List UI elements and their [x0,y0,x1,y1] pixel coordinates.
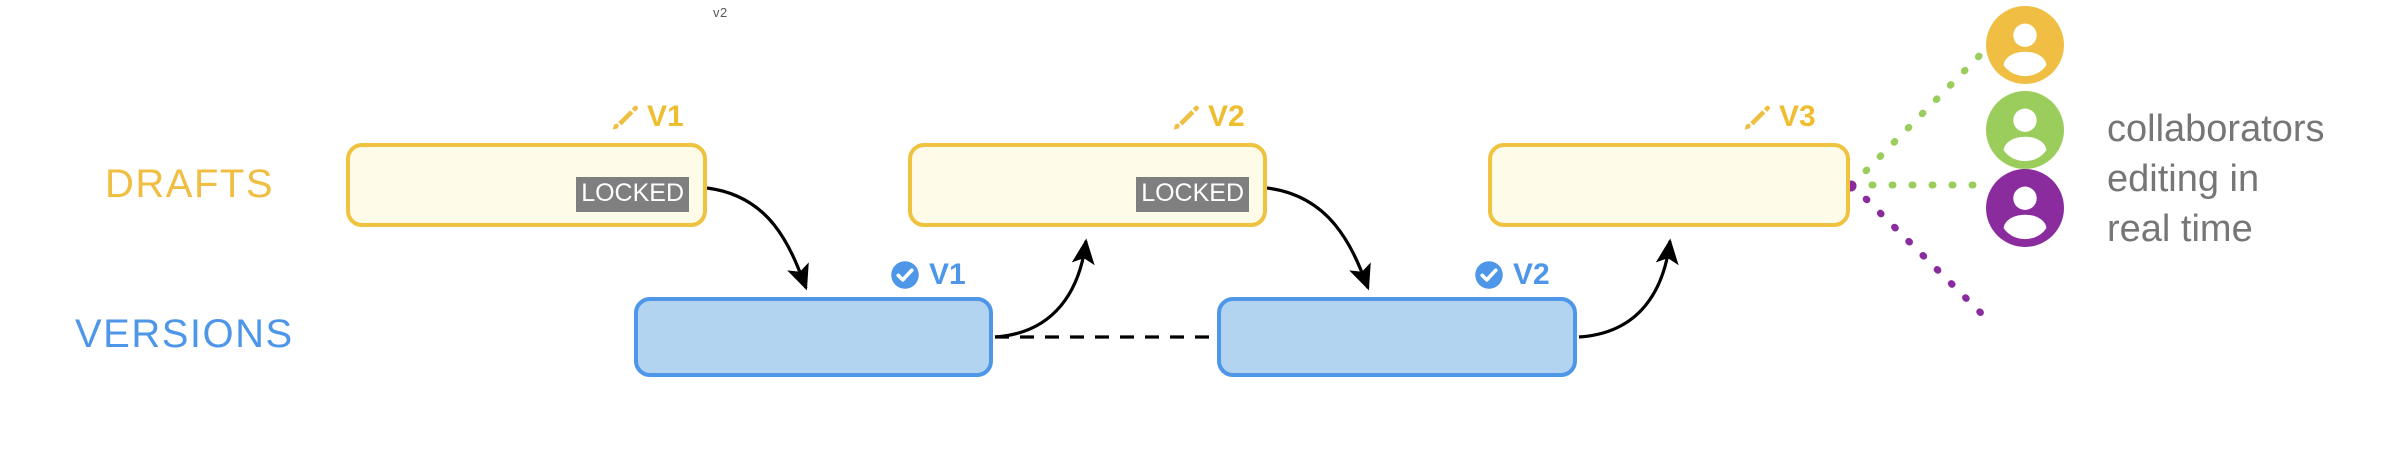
pencil-icon [612,105,639,130]
draft-tag-3: V3 [1742,100,1816,134]
locked-badge-1: LOCKED [576,177,689,212]
dotted-line-to-collaborator-purple [1848,181,1994,326]
person-circle-icon [1986,91,2064,169]
check-circle-icon [1475,261,1503,289]
row-label-drafts: DRAFTS [105,162,274,206]
version-tag-1: V1 [890,258,966,292]
annotation-line-1: collaborators [2107,108,2325,150]
person-circle-icon [1986,6,2064,84]
version-box-1[interactable] [634,297,993,377]
person-circle-icon [1986,169,2064,247]
version-tag-2: V2 [1474,258,1550,292]
arrow-draft2-to-version2 [1266,186,1371,291]
draft-tag-2: V2 [1171,100,1245,134]
arrow-draft1-to-version1 [706,186,809,291]
draft-tag-1: V1 [610,100,684,134]
dotted-line-to-collaborator-yellow [1848,41,1994,189]
version-tag-label-2: V2 [1513,258,1550,291]
draft-box-2[interactable]: LOCKED [908,143,1267,227]
row-label-versions: VERSIONS [75,312,294,356]
avatar-collaborator-green[interactable] [1986,91,2064,169]
pencil-icon [1173,105,1200,130]
draft-tag-label-3: V3 [1779,100,1816,133]
version-tag-label-1: V1 [929,258,966,291]
arrow-version1-to-draft2 [994,238,1095,339]
collaborators-annotation: collaborators editing in real time [2107,104,2367,254]
annotation-line-3: real time [2107,208,2253,251]
draft-box-3[interactable] [1488,143,1850,227]
draft-tag-label-1: V1 [647,100,684,133]
check-circle-icon [891,261,919,289]
version-box-2[interactable] [1217,297,1577,377]
avatar-collaborator-purple[interactable] [1986,169,2064,247]
avatar-collaborator-yellow[interactable] [1986,6,2064,84]
draft-box-1[interactable]: LOCKED [346,143,707,227]
pencil-icon [1744,105,1771,130]
locked-badge-2: LOCKED [1136,177,1249,212]
draft-tag-label-2: V2 [1208,100,1245,133]
corner-version-label: v2 [713,5,728,20]
arrow-version2-to-draft3 [1578,238,1679,339]
annotation-line-2: editing in [2107,158,2260,201]
